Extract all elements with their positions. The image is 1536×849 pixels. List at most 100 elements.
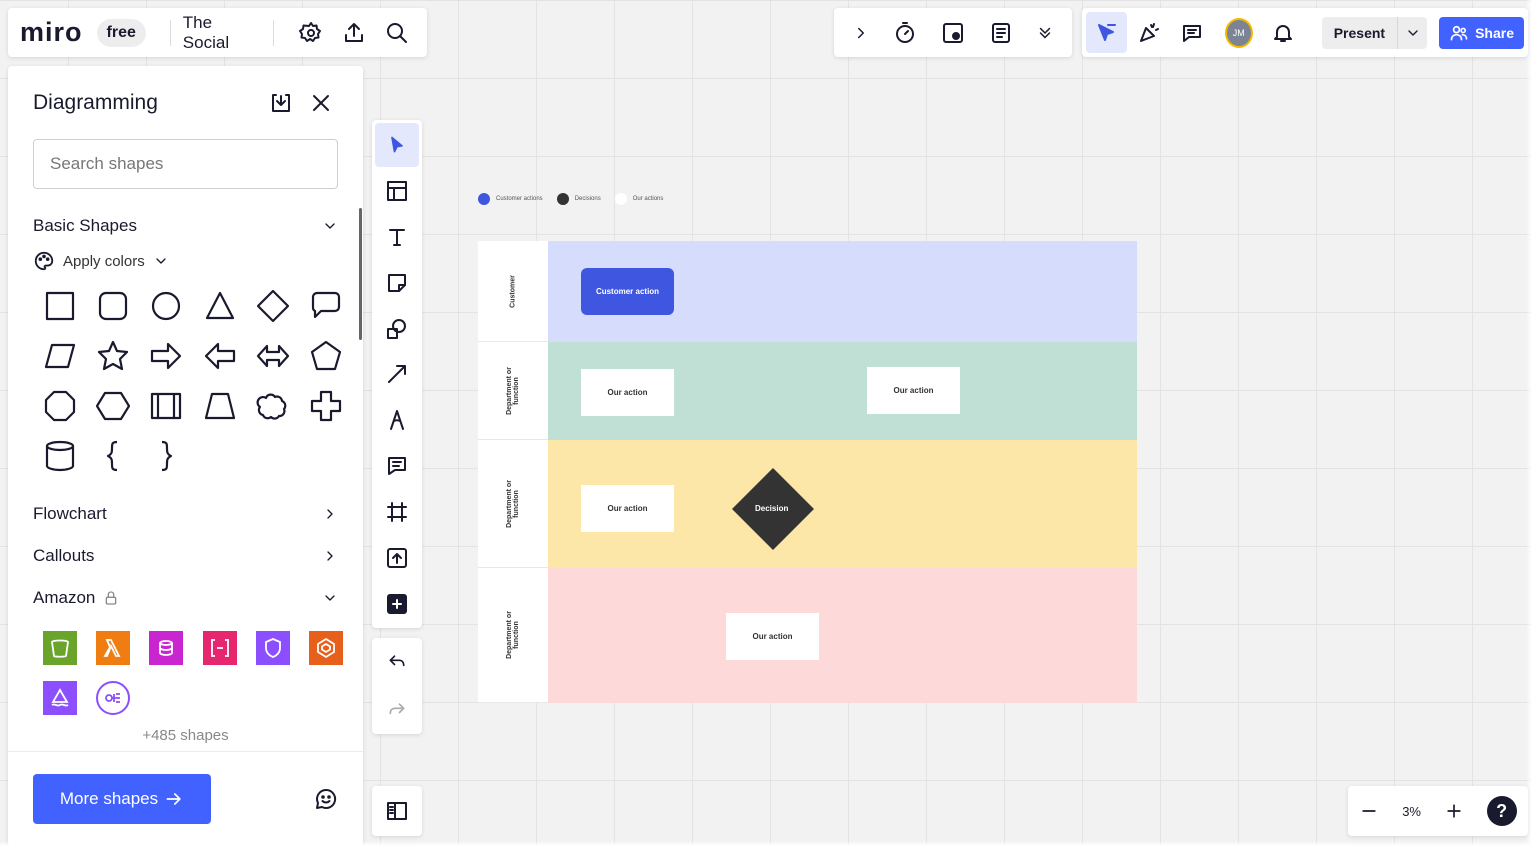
shape-brace-left[interactable]	[86, 431, 139, 481]
our-action-node[interactable]: Our action	[581, 485, 674, 532]
lane-header[interactable]: Department or function	[478, 342, 548, 440]
templates-tool[interactable]	[375, 169, 419, 213]
shape-cloud[interactable]	[246, 381, 299, 431]
aws-shape[interactable]	[140, 623, 193, 673]
pen-tool[interactable]	[375, 398, 419, 442]
comment-tool[interactable]	[375, 444, 419, 488]
select-tool[interactable]	[375, 123, 419, 167]
help-button[interactable]: ?	[1486, 796, 1517, 826]
shapes-tool[interactable]	[375, 307, 419, 351]
zoom-out-button[interactable]	[1359, 801, 1379, 821]
customer-action-node[interactable]: Customer action	[581, 268, 674, 315]
section-flowchart[interactable]: Flowchart	[8, 493, 363, 535]
cursor-tracking-button[interactable]	[1086, 12, 1127, 53]
upload-tool[interactable]	[375, 536, 419, 580]
our-action-node[interactable]: Our action	[581, 369, 674, 416]
board-name[interactable]: The Social	[182, 12, 230, 52]
shape-trapezoid[interactable]	[193, 381, 246, 431]
lane-customer[interactable]: Customer	[478, 241, 1137, 342]
section-callouts[interactable]: Callouts	[8, 535, 363, 577]
avatar[interactable]: JM	[1224, 17, 1253, 48]
aws-shape[interactable]	[86, 623, 139, 673]
panel-scrollbar[interactable]	[359, 208, 362, 340]
aws-shape[interactable]	[86, 673, 139, 723]
aws-shape[interactable]	[299, 623, 352, 673]
share-button[interactable]: Share	[1439, 16, 1524, 49]
aws-shape[interactable]	[33, 673, 86, 723]
lane-header[interactable]: Customer	[478, 241, 548, 342]
our-action-node[interactable]: Our action	[867, 367, 960, 414]
redo-button[interactable]	[387, 700, 407, 720]
shape-predefined-process[interactable]	[140, 381, 193, 431]
more-apps-tool[interactable]	[375, 582, 419, 626]
lane-department-3[interactable]: Department or function	[478, 568, 1137, 703]
shape-arrow-left[interactable]	[193, 331, 246, 381]
more-tools-button[interactable]	[1036, 24, 1054, 42]
shape-cross[interactable]	[299, 381, 352, 431]
our-action-node[interactable]: Our action	[726, 613, 819, 660]
shape-brace-right[interactable]	[140, 431, 193, 481]
lane-header[interactable]: Department or function	[478, 440, 548, 568]
shape-circle[interactable]	[140, 281, 193, 331]
shape-arrow-right[interactable]	[140, 331, 193, 381]
miro-logo[interactable]: miro	[20, 17, 83, 47]
shape-hexagon[interactable]	[86, 381, 139, 431]
undo-button[interactable]	[387, 652, 407, 672]
frame-tool[interactable]	[375, 490, 419, 534]
lane-body[interactable]	[548, 568, 1137, 703]
plan-badge[interactable]: free	[96, 18, 146, 47]
frames-panel-button[interactable]	[372, 786, 422, 836]
aws-shape[interactable]	[33, 623, 86, 673]
search-shapes	[33, 139, 338, 189]
comments-button[interactable]	[1172, 12, 1213, 53]
aws-shape[interactable]	[193, 623, 246, 673]
timer-button[interactable]	[893, 21, 917, 45]
pin-panel-button[interactable]	[264, 86, 298, 120]
lane-department-1[interactable]: Department or function	[478, 342, 1137, 440]
text-icon	[389, 228, 405, 246]
double-arrow-icon	[256, 344, 289, 368]
sticky-note-tool[interactable]	[375, 261, 419, 305]
shape-triangle[interactable]	[193, 281, 246, 331]
zoom-level[interactable]: 3%	[1402, 803, 1421, 819]
legend-item[interactable]: Customer actions	[478, 193, 543, 205]
shape-octagon[interactable]	[33, 381, 86, 431]
shape-star[interactable]	[86, 331, 139, 381]
predefined-process-icon	[151, 392, 182, 420]
close-panel-button[interactable]	[304, 86, 338, 120]
shape-arrow-double[interactable]	[246, 331, 299, 381]
expand-button[interactable]	[852, 24, 870, 42]
search-shapes-input[interactable]	[50, 154, 321, 174]
shape-parallelogram[interactable]	[33, 331, 86, 381]
more-shapes-button[interactable]: More shapes	[33, 774, 211, 824]
shape-speech-bubble[interactable]	[299, 281, 352, 331]
shape-pentagon[interactable]	[299, 331, 352, 381]
notifications-button[interactable]	[1263, 12, 1304, 53]
shape-square[interactable]	[33, 281, 86, 331]
frame-icon	[387, 502, 407, 523]
apply-colors-toggle[interactable]: Apply colors	[8, 247, 363, 275]
notes-button[interactable]	[989, 21, 1013, 45]
shape-diamond[interactable]	[246, 281, 299, 331]
gear-icon	[298, 21, 321, 42]
legend-item[interactable]: Decisions	[556, 193, 601, 205]
text-tool[interactable]	[375, 215, 419, 259]
voting-button[interactable]	[941, 21, 965, 45]
present-button[interactable]: Present	[1333, 24, 1386, 41]
present-options-button[interactable]	[1397, 16, 1427, 49]
export-button[interactable]	[335, 13, 372, 53]
zoom-in-button[interactable]	[1444, 801, 1464, 821]
search-button[interactable]	[378, 13, 415, 53]
shape-cylinder[interactable]	[33, 431, 86, 481]
settings-button[interactable]	[292, 13, 329, 53]
connector-tool[interactable]	[375, 353, 419, 397]
section-amazon[interactable]: Amazon	[8, 577, 363, 619]
feedback-button[interactable]	[314, 787, 338, 811]
lane-header[interactable]: Department or function	[478, 568, 548, 703]
swimlane-diagram[interactable]: Customer Department or function Departme…	[478, 241, 1137, 703]
section-basic-shapes[interactable]: Basic Shapes	[8, 205, 363, 247]
legend-item[interactable]: Our actions	[614, 193, 663, 205]
shape-rounded-square[interactable]	[86, 281, 139, 331]
reactions-button[interactable]	[1129, 12, 1170, 53]
aws-shape[interactable]	[246, 623, 299, 673]
